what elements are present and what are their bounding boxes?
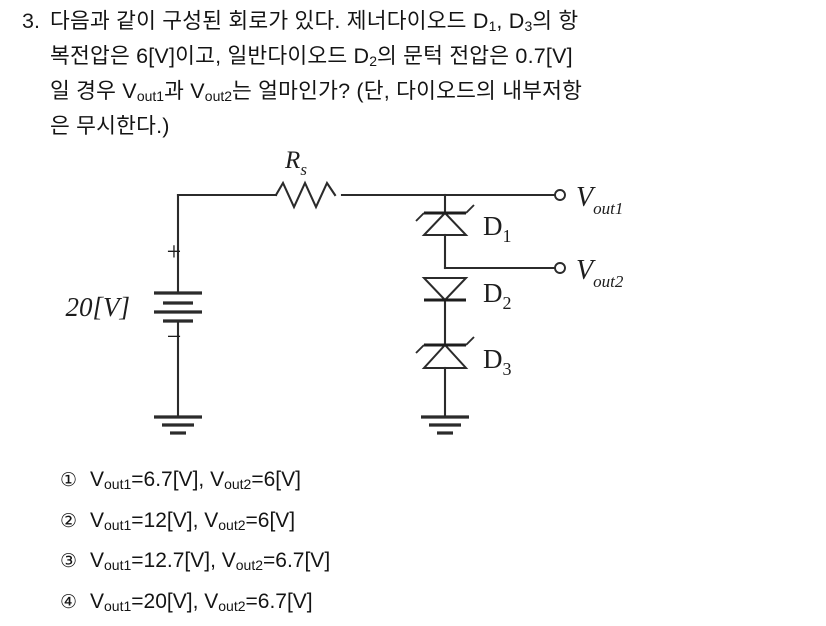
subscript-text: out2 — [218, 597, 246, 614]
diode-d1-triangle — [421, 211, 469, 236]
subscript-text: out2 — [218, 516, 246, 533]
answer-choice-text: Vout1=12[V], Vout2=6[V] — [90, 508, 296, 533]
subscript-text: out2 — [235, 557, 264, 574]
question-line: 일 경우 Vout1과 Vout2는 얼마인가? (단, 다이오드의 내부저항 — [50, 76, 812, 111]
terminal-vout2-label: Vout2 — [576, 255, 624, 291]
subscript-text: 3 — [524, 18, 533, 35]
diode-d1-zener-bend-right — [465, 204, 475, 214]
diode-d2-label: D2 — [483, 278, 512, 313]
source-minus-sign: − — [167, 322, 182, 351]
diode-d1-zener — [415, 204, 475, 236]
inline-text: 다음과 같이 구성된 회로가 있다. 제너다이오드 D — [50, 9, 489, 33]
source-voltage-label: 20[V] — [65, 292, 130, 322]
subscript-text: 1 — [488, 18, 497, 35]
inline-text: =20[V], V — [131, 589, 219, 613]
inline-text: =6.7[V], V — [131, 468, 225, 491]
source-plus-sign: + — [167, 237, 182, 266]
diode-d2-triangle — [421, 277, 469, 302]
inline-text: =6[V] — [251, 468, 301, 491]
inline-text: , D — [496, 9, 525, 33]
subscript-text: 2 — [369, 53, 378, 70]
inline-text: 의 문턱 전압은 0.7[V] — [377, 44, 573, 69]
diode-d3-triangle — [421, 343, 469, 369]
diode-d1-zener-bend-left — [415, 212, 425, 222]
question-line: 다음과 같이 구성된 회로가 있다. 제너다이오드 D1, D3의 항 — [50, 6, 812, 41]
subscript-text: out1 — [104, 476, 132, 493]
answer-choice-marker: ③ — [60, 551, 78, 573]
diode-d3-zener-bend-left — [415, 344, 425, 354]
answer-choice-marker: ② — [60, 510, 78, 532]
inline-text: =6.7[V] — [245, 589, 313, 613]
answer-choice-text: Vout1=20[V], Vout2=6.7[V] — [90, 589, 313, 614]
inline-text: 의 항 — [532, 9, 579, 33]
question-line: 복전압은 6[V]이고, 일반다이오드 D2의 문턱 전압은 0.7[V] — [50, 41, 812, 76]
inline-text: =12.7[V], V — [131, 549, 236, 573]
subscript-text: out1 — [104, 557, 132, 574]
diode-d2-standard — [421, 277, 469, 302]
inline-text: 과 V — [164, 79, 205, 104]
diode-d1-label: D1 — [483, 211, 512, 246]
inline-text: V — [90, 549, 105, 573]
inline-text: 는 얼마인가? (단, 다이오드의 내부저항 — [232, 79, 583, 104]
inline-text: V — [90, 589, 105, 613]
inline-text: =6[V] — [245, 508, 296, 532]
diode-d3-zener-bend-right — [465, 336, 475, 346]
terminal-vout1-label: Vout1 — [576, 182, 623, 218]
answer-choice-text: Vout1=6.7[V], Vout2=6[V] — [90, 468, 301, 493]
diode-d3-label: D3 — [483, 344, 512, 379]
inline-text: V — [90, 508, 105, 532]
inline-text: 일 경우 V — [50, 79, 137, 104]
subscript-text: out2 — [204, 88, 233, 105]
subscript-text: out2 — [224, 476, 252, 493]
answer-choice-marker: ① — [60, 470, 78, 491]
question-line: 은 무시한다.) — [50, 111, 812, 141]
inline-text: 복전압은 6[V]이고, 일반다이오드 D — [50, 44, 370, 69]
answer-choice-marker: ④ — [60, 591, 78, 613]
answer-choice-text: Vout1=12.7[V], Vout2=6.7[V] — [90, 549, 331, 574]
resistor-symbol — [274, 180, 337, 210]
inline-text: V — [90, 468, 105, 491]
terminal-vout2-circle — [554, 262, 566, 274]
subscript-text: out1 — [136, 88, 165, 105]
inline-text: 은 무시한다.) — [50, 114, 170, 139]
resistor-label: Rs — [284, 147, 307, 179]
inline-text: =12[V], V — [131, 508, 219, 532]
inline-text: =6.7[V] — [263, 549, 331, 573]
subscript-text: out1 — [104, 516, 132, 533]
diode-d3-zener — [415, 336, 475, 369]
subscript-text: out1 — [104, 597, 132, 614]
circuit-diagram: + − 20[V] Rs D1 D2 — [0, 140, 826, 460]
terminal-vout1-circle — [554, 189, 566, 201]
question-number: 3. — [22, 9, 40, 33]
